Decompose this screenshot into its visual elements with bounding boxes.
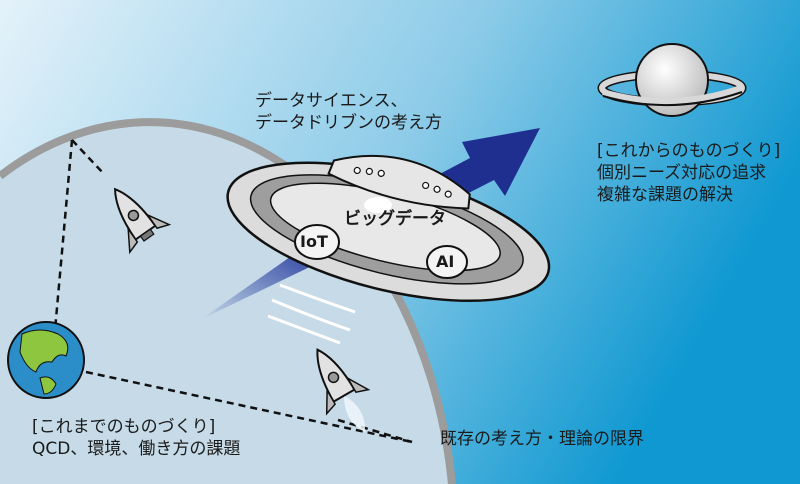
- future-heading: [これからのものづくり]: [597, 141, 781, 161]
- future-line2: 複雑な課題の解決: [597, 185, 733, 205]
- big-data-label: ビッグデータ: [344, 209, 446, 229]
- past-line1: QCD、環境、働き方の課題: [32, 439, 241, 459]
- dashed-trajectory: [53, 139, 413, 444]
- saucer-highlight: [364, 197, 392, 213]
- saucer-caption-line2: データドリブンの考え方: [255, 113, 442, 133]
- earth-icon: [7, 321, 85, 399]
- saucer-caption-line1: データサイエンス、: [255, 91, 408, 111]
- limit-label: 既存の考え方・理論の限界: [440, 429, 644, 449]
- rocket-icon: [114, 187, 172, 255]
- planet-icon: [597, 43, 747, 117]
- iot-pod: [294, 224, 340, 260]
- future-line1: 個別ニーズ対応の追求: [597, 163, 767, 183]
- ai-label: AI: [436, 252, 455, 271]
- motion-lines: [267, 283, 356, 345]
- future-manufacturing: [これからのものづくり] 個別ニーズ対応の追求 複雑な課題の解決: [597, 140, 780, 206]
- iot-label: IoT: [300, 232, 328, 251]
- past-manufacturing: [これまでのものづくり] QCD、環境、働き方の課題: [32, 416, 240, 460]
- saucer-caption: データサイエンス、 データドリブンの考え方: [255, 90, 442, 134]
- past-heading: [これまでのものづくり]: [32, 417, 216, 437]
- ai-pod: [426, 245, 468, 279]
- rocket-icon: [316, 348, 371, 432]
